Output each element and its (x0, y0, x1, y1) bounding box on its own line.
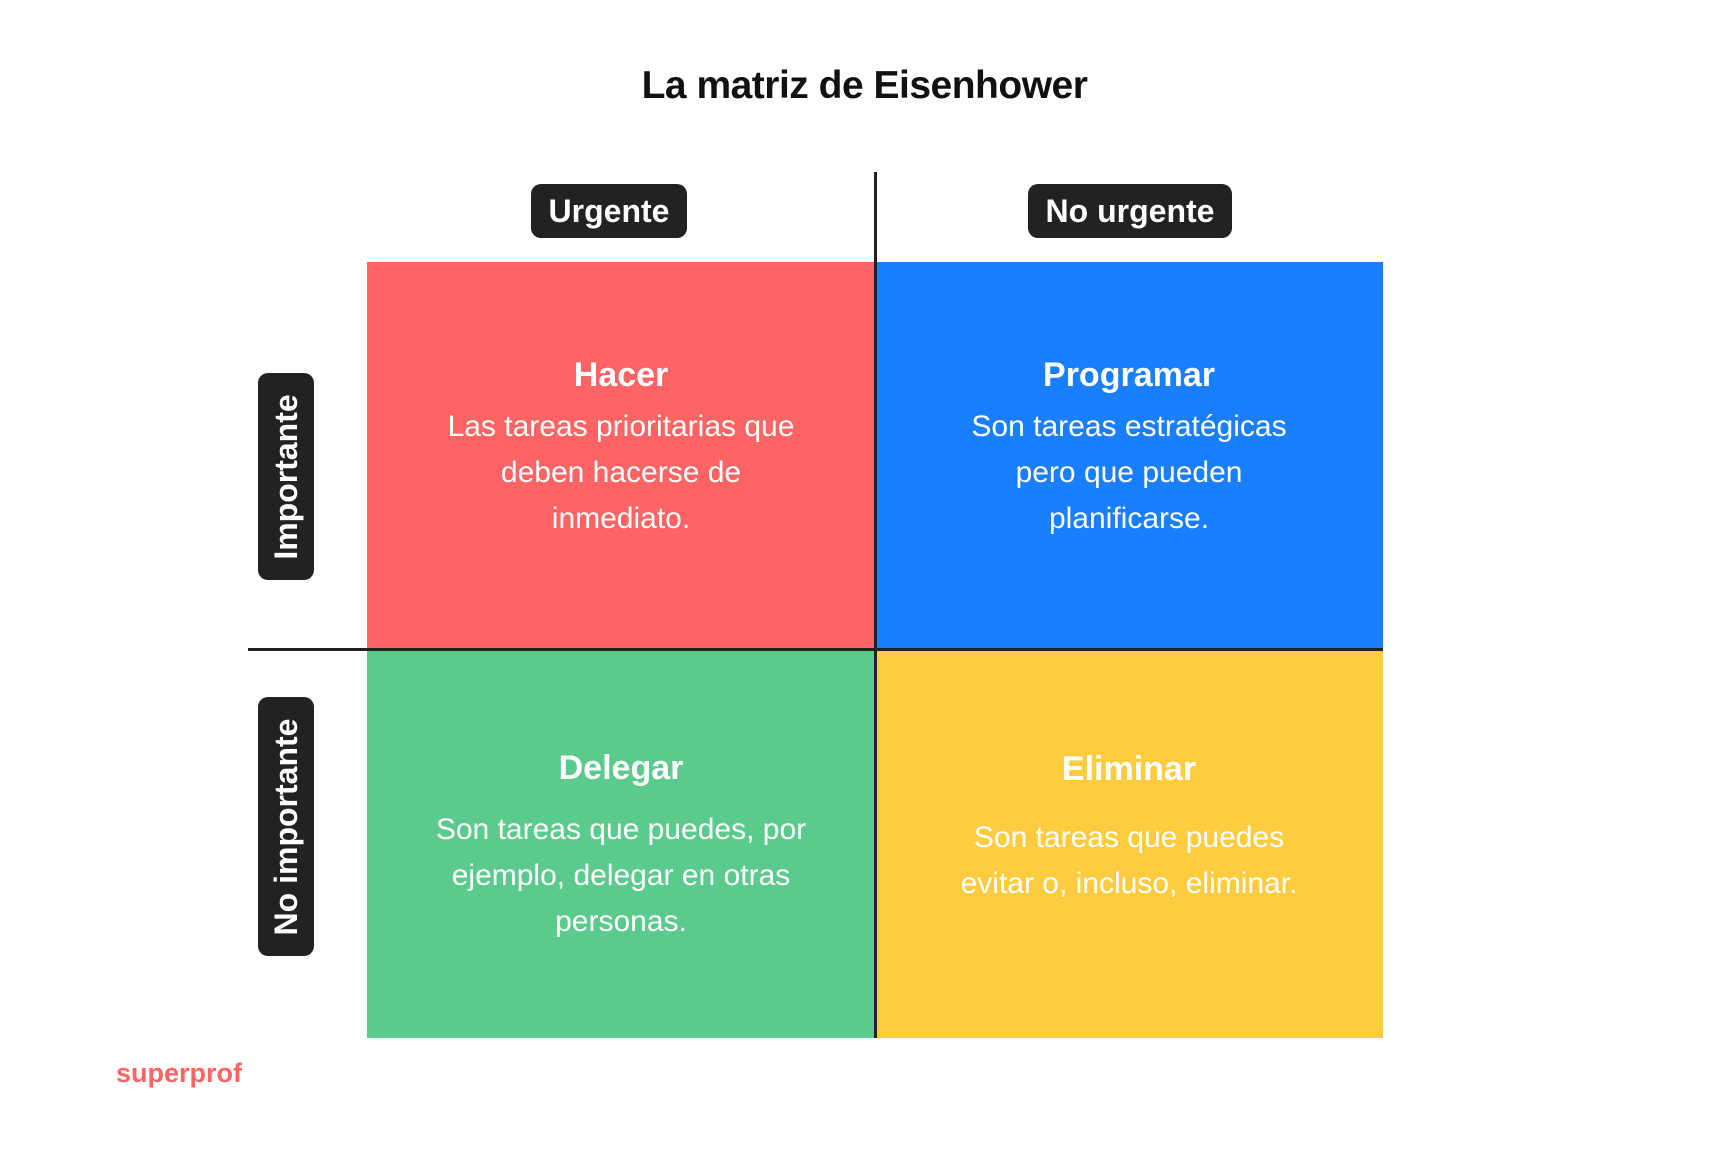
vertical-axis-divider (874, 172, 877, 1038)
quadrant-description: Las tareas prioritarias que deben hacers… (447, 410, 795, 535)
row-label-importante-text: Importante (268, 393, 304, 560)
quadrant-description: Son tareas que puedes, por ejemplo, dele… (435, 813, 807, 938)
quadrant-delegar: Delegar Son tareas que puedes, por ejemp… (367, 650, 875, 1038)
quadrant-title: Programar (1043, 356, 1215, 394)
row-label-no-importante: No importante (258, 697, 314, 956)
quadrant-programar: Programar Son tareas estratégicas pero q… (875, 262, 1383, 650)
quadrant-title: Hacer (573, 356, 669, 394)
quadrant-hacer: Hacer Las tareas prioritarias que deben … (367, 262, 875, 650)
quadrant-title: Eliminar (1061, 750, 1197, 788)
superprof-logo: superprof (116, 1058, 243, 1088)
column-label-urgente: Urgente (531, 184, 687, 238)
horizontal-axis-divider (248, 648, 1383, 651)
row-label-importante: Importante (258, 373, 314, 580)
row-label-no-importante-text: No importante (268, 718, 304, 935)
quadrant-description: Son tareas estratégicas pero que pueden … (971, 410, 1287, 535)
column-label-no-urgente: No urgente (1028, 184, 1232, 238)
quadrant-eliminar: Eliminar Son tareas que puedes evitar o,… (875, 650, 1383, 1038)
diagram-title: La matriz de Eisenhower (641, 64, 1088, 107)
quadrant-title: Delegar (558, 749, 684, 787)
quadrant-description: Son tareas que puedes evitar o, incluso,… (960, 821, 1298, 900)
